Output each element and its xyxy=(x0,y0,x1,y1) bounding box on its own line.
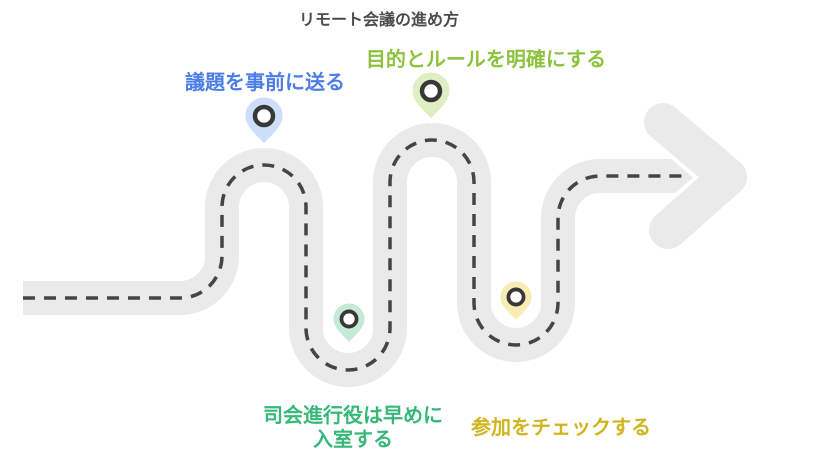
page-title: リモート会議の進め方 xyxy=(298,12,460,29)
pin-ring-icon xyxy=(339,309,359,329)
pin-ring-icon xyxy=(419,79,443,103)
arrow-surface xyxy=(644,103,747,249)
road-center-dashed-line xyxy=(23,138,687,372)
step-label-check-participation: 参加をチェックする xyxy=(471,417,651,439)
pin-ring-icon xyxy=(252,104,276,128)
pin-moderator-enter-early xyxy=(330,300,368,348)
pin-ring-icon xyxy=(506,287,526,307)
step-label-clarify-purpose-and-rules: 目的とルールを明確にする xyxy=(365,49,607,71)
pin-check-participation xyxy=(497,278,535,326)
pin-clarify-purpose-and-rules xyxy=(409,69,453,126)
step-label-send-agenda: 議題を事前に送る xyxy=(185,72,345,94)
winding-road xyxy=(23,119,700,391)
pin-send-agenda xyxy=(242,94,286,151)
arrow-right-icon xyxy=(640,99,751,253)
road-surface xyxy=(23,123,700,387)
step-label-moderator-enter-early: 司会進行役は早めに 入室する xyxy=(263,405,443,451)
